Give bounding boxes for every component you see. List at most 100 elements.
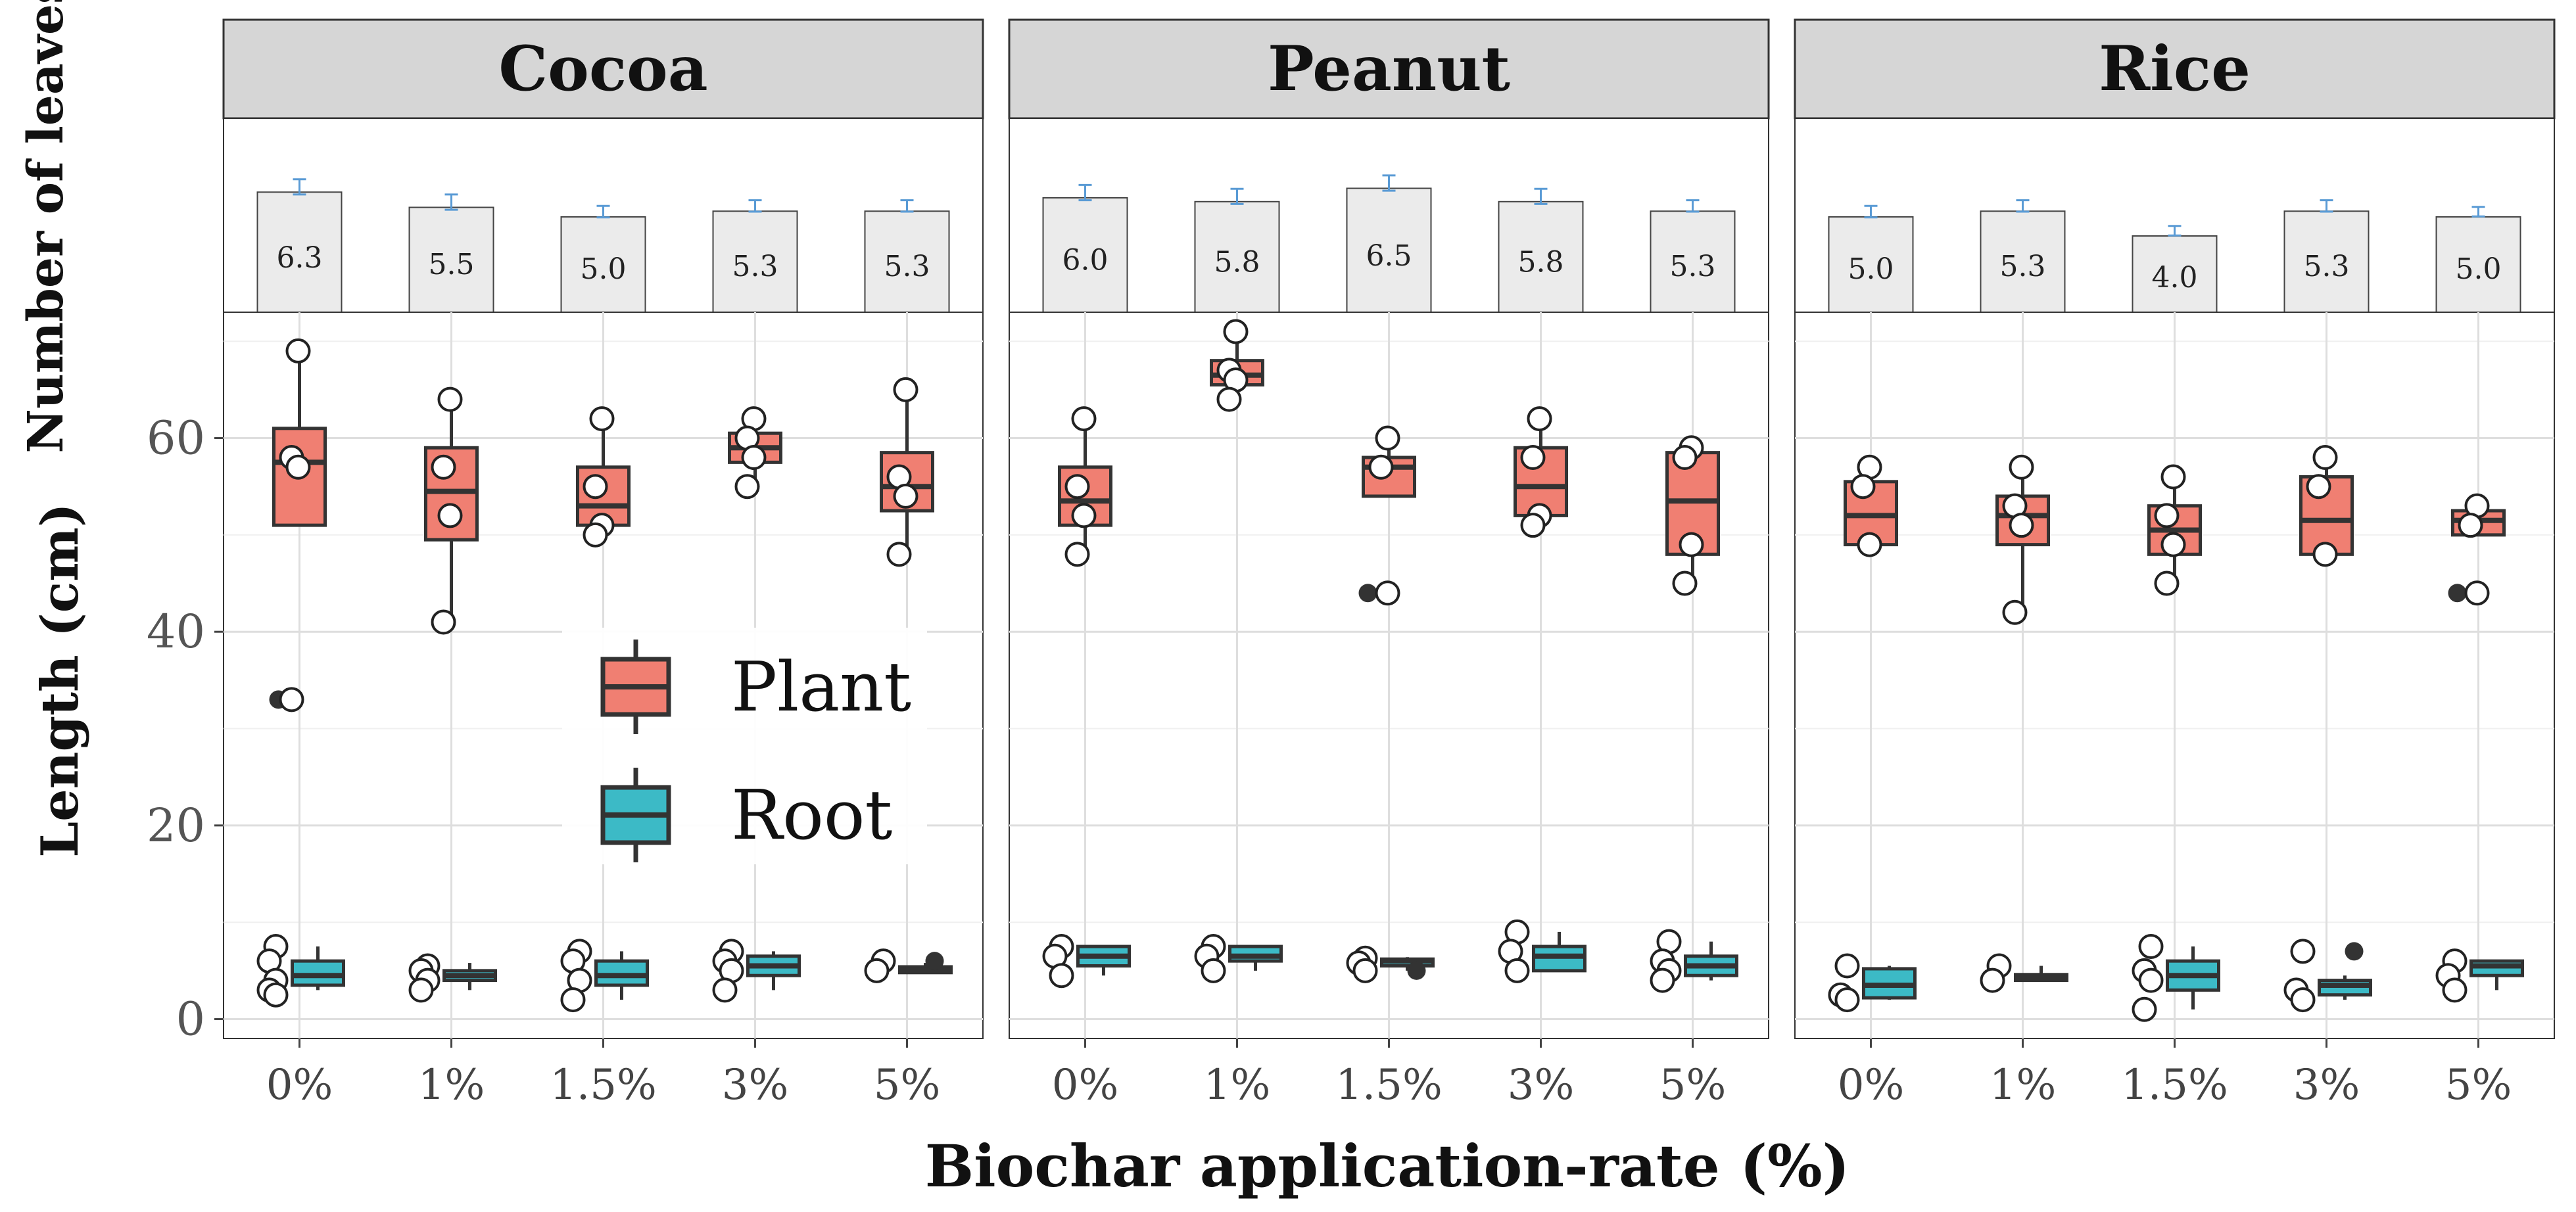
leaves-value-label: 5.5 — [429, 248, 475, 281]
data-point — [408, 977, 434, 1003]
plant-box-rice-2 — [2147, 464, 2202, 596]
leaves-value-label: 5.3 — [732, 250, 778, 283]
data-point — [741, 445, 767, 470]
data-point — [1368, 454, 1394, 480]
data-point — [560, 987, 586, 1013]
data-point — [2009, 454, 2034, 480]
legend-entry-plant: Plant — [600, 640, 911, 734]
root-box-rice-1 — [1980, 953, 2068, 993]
x-axis-title: Biochar application-rate (%) — [925, 1132, 1849, 1200]
x-tick-label: 3% — [1508, 1061, 1575, 1109]
x-tick-label: 1% — [1990, 1061, 2057, 1109]
data-point — [1834, 987, 1860, 1013]
leaves-value-label: 6.0 — [1062, 244, 1109, 277]
data-point — [589, 406, 615, 432]
data-point — [1520, 445, 1546, 470]
leaves-value-label: 5.3 — [884, 250, 930, 283]
box-outlier — [2345, 942, 2364, 961]
facet-strip — [222, 18, 984, 120]
leaves-bar — [712, 210, 798, 313]
data-point — [2160, 532, 2186, 557]
data-point — [1071, 406, 1097, 432]
legend-entry-root: Root — [600, 768, 892, 862]
data-point — [864, 958, 890, 983]
y-tick-label: 0 — [176, 992, 205, 1046]
root-box-peanut-3 — [1498, 919, 1586, 983]
data-point — [2458, 513, 2483, 538]
data-point — [2138, 967, 2164, 993]
data-point — [437, 503, 463, 528]
data-point — [431, 609, 456, 635]
data-point — [2464, 580, 2490, 606]
data-point — [886, 542, 912, 567]
x-tick-label: 1.5% — [1335, 1061, 1443, 1109]
data-point — [2442, 977, 2468, 1003]
leaves-bar — [1828, 216, 1914, 313]
y-axis-title: Length (cm) — [30, 503, 90, 857]
x-tick-label: 1.5% — [550, 1061, 657, 1109]
data-point — [1980, 967, 2005, 993]
box-outlier — [2448, 584, 2467, 603]
x-tick-label: 5% — [2445, 1061, 2512, 1109]
leaves-bar — [864, 210, 950, 313]
plant-box-rice-1 — [1995, 454, 2050, 625]
data-point — [2290, 939, 2316, 964]
root-box-cocoa-0 — [256, 934, 345, 1008]
facet-strip — [1008, 18, 1770, 120]
root-box-rice-0 — [1828, 953, 1917, 1013]
data-point — [1049, 963, 1074, 989]
data-point — [263, 982, 289, 1008]
data-point — [2160, 464, 2186, 490]
x-tick-label: 1% — [418, 1061, 485, 1109]
leaves-value-label: 5.0 — [1848, 252, 1894, 286]
data-point — [2002, 599, 2028, 625]
data-point — [893, 483, 918, 509]
plant-box-peanut-2 — [1358, 425, 1416, 606]
plant-box-cocoa-1 — [424, 386, 479, 635]
root-box-cocoa-1 — [408, 953, 497, 1003]
leaves-value-label: 6.3 — [277, 241, 323, 275]
x-tick-label: 0% — [266, 1061, 333, 1109]
data-point — [583, 522, 608, 548]
x-tick-label: 5% — [874, 1061, 941, 1109]
leaves-value-label: 5.8 — [1214, 245, 1260, 279]
data-point — [2138, 934, 2164, 960]
y-tick-label: 40 — [147, 605, 205, 659]
data-point — [583, 474, 608, 500]
plant-box-rice-4 — [2448, 493, 2506, 606]
x-tick-label: 1.5% — [2121, 1061, 2228, 1109]
facet-strip — [1794, 18, 2556, 120]
top-panel-title: Number of leaves — [18, 0, 74, 454]
leaves-bar — [1346, 187, 1432, 313]
root-box-cocoa-3 — [712, 939, 801, 1003]
legend-label: Root — [731, 775, 892, 855]
data-point — [1375, 580, 1400, 606]
leaves-value-label: 6.5 — [1366, 239, 1412, 273]
root-box-rice-4 — [2435, 948, 2524, 1003]
data-point — [2312, 542, 2338, 567]
data-point — [2290, 987, 2316, 1013]
data-point — [1352, 958, 1378, 983]
plant-box-cocoa-4 — [880, 377, 934, 567]
data-point — [1650, 967, 1675, 993]
x-tick-label: 1% — [1204, 1061, 1271, 1109]
data-point — [734, 474, 760, 500]
data-point — [712, 977, 738, 1003]
leaves-value-label: 5.3 — [1670, 250, 1716, 283]
facet-title: Peanut — [1268, 33, 1510, 105]
box-outlier — [1407, 961, 1426, 980]
legend-label: Plant — [731, 647, 911, 727]
plant-box-peanut-0 — [1058, 406, 1112, 567]
root-box-cocoa-4 — [864, 948, 953, 983]
root-box-peanut-4 — [1650, 929, 1738, 993]
data-point — [1375, 425, 1400, 451]
box-outlier — [1358, 584, 1377, 603]
leaves-value-label: 5.3 — [2000, 250, 2046, 283]
data-point — [1064, 542, 1090, 567]
data-point — [1216, 386, 1242, 412]
